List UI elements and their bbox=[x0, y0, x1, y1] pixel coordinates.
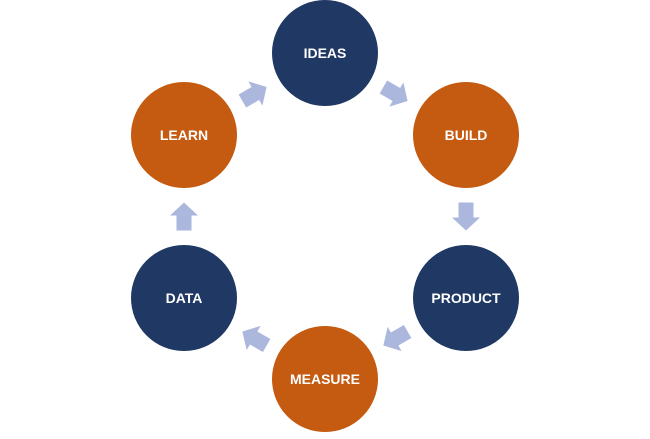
node-ideas: IDEAS bbox=[272, 0, 378, 106]
node-product-circle bbox=[413, 245, 519, 351]
node-data-label: DATA bbox=[166, 290, 203, 306]
arrow-learn-to-ideas bbox=[238, 81, 267, 108]
node-build: BUILD bbox=[413, 82, 519, 188]
node-learn: LEARN bbox=[131, 82, 237, 188]
arrows-layer bbox=[170, 80, 480, 352]
node-build-label: BUILD bbox=[445, 127, 488, 143]
arrow-product-to-measure bbox=[383, 325, 412, 352]
node-measure-circle bbox=[272, 326, 378, 432]
node-build-circle bbox=[413, 82, 519, 188]
arrow-ideas-to-build bbox=[379, 80, 408, 107]
node-measure: MEASURE bbox=[272, 326, 378, 432]
node-ideas-circle bbox=[272, 0, 378, 106]
arrow-data-to-learn bbox=[170, 202, 198, 231]
node-ideas-label: IDEAS bbox=[304, 45, 347, 61]
nodes-layer: IDEAS BUILD PRODUCT MEASURE DATA LEARN bbox=[131, 0, 519, 432]
node-learn-label: LEARN bbox=[160, 127, 208, 143]
node-data: DATA bbox=[131, 245, 237, 351]
node-measure-label: MEASURE bbox=[290, 371, 360, 387]
node-product: PRODUCT bbox=[413, 245, 519, 351]
arrow-measure-to-data bbox=[242, 325, 271, 352]
node-data-circle bbox=[131, 245, 237, 351]
node-product-label: PRODUCT bbox=[431, 290, 501, 306]
arrow-build-to-product bbox=[452, 202, 480, 231]
node-learn-circle bbox=[131, 82, 237, 188]
